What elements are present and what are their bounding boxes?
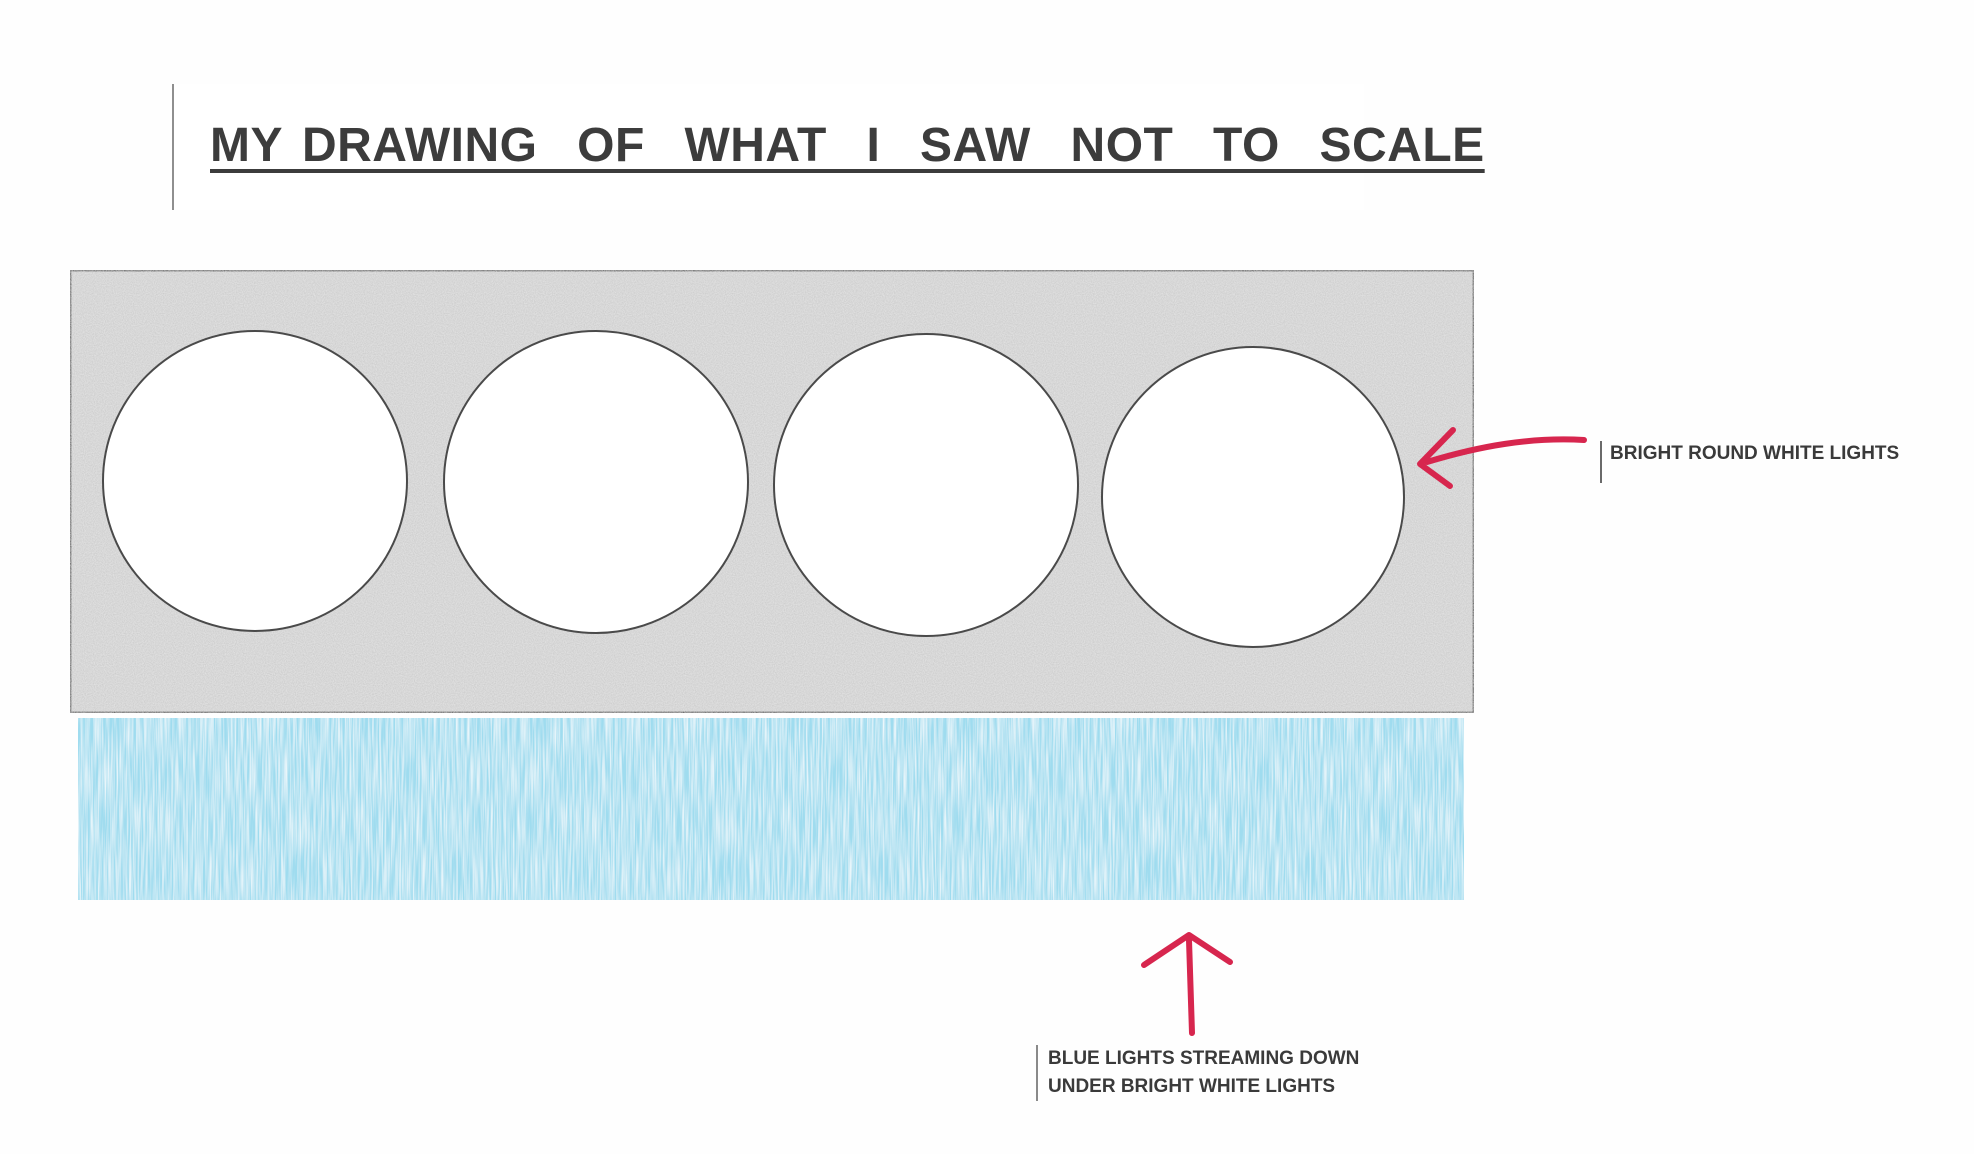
white-light-circle [443, 330, 749, 634]
white-light-circle [1101, 346, 1405, 648]
white-lights-label: BRIGHT ROUND WHITE LIGHTS [1600, 441, 1899, 483]
blue-streaming-light [78, 718, 1464, 900]
arrow-up-icon [1141, 932, 1233, 1036]
blue-lights-label-line1: BLUE LIGHTS STREAMING DOWN [1048, 1048, 1360, 1069]
white-light-circle [102, 330, 408, 632]
page-title: MY DRAWING OF WHAT I SAW NOT TO SCALE [210, 119, 1485, 172]
title-paper-strip [172, 84, 1364, 210]
blue-lights-label-line2: UNDER BRIGHT WHITE LIGHTS [1048, 1076, 1336, 1097]
white-lights-group [102, 330, 1405, 648]
white-light-circle [773, 333, 1079, 637]
blue-lights-label: BLUE LIGHTS STREAMING DOWN UNDER BRIGHT … [1036, 1045, 1359, 1101]
arrow-left-icon [1417, 427, 1587, 489]
